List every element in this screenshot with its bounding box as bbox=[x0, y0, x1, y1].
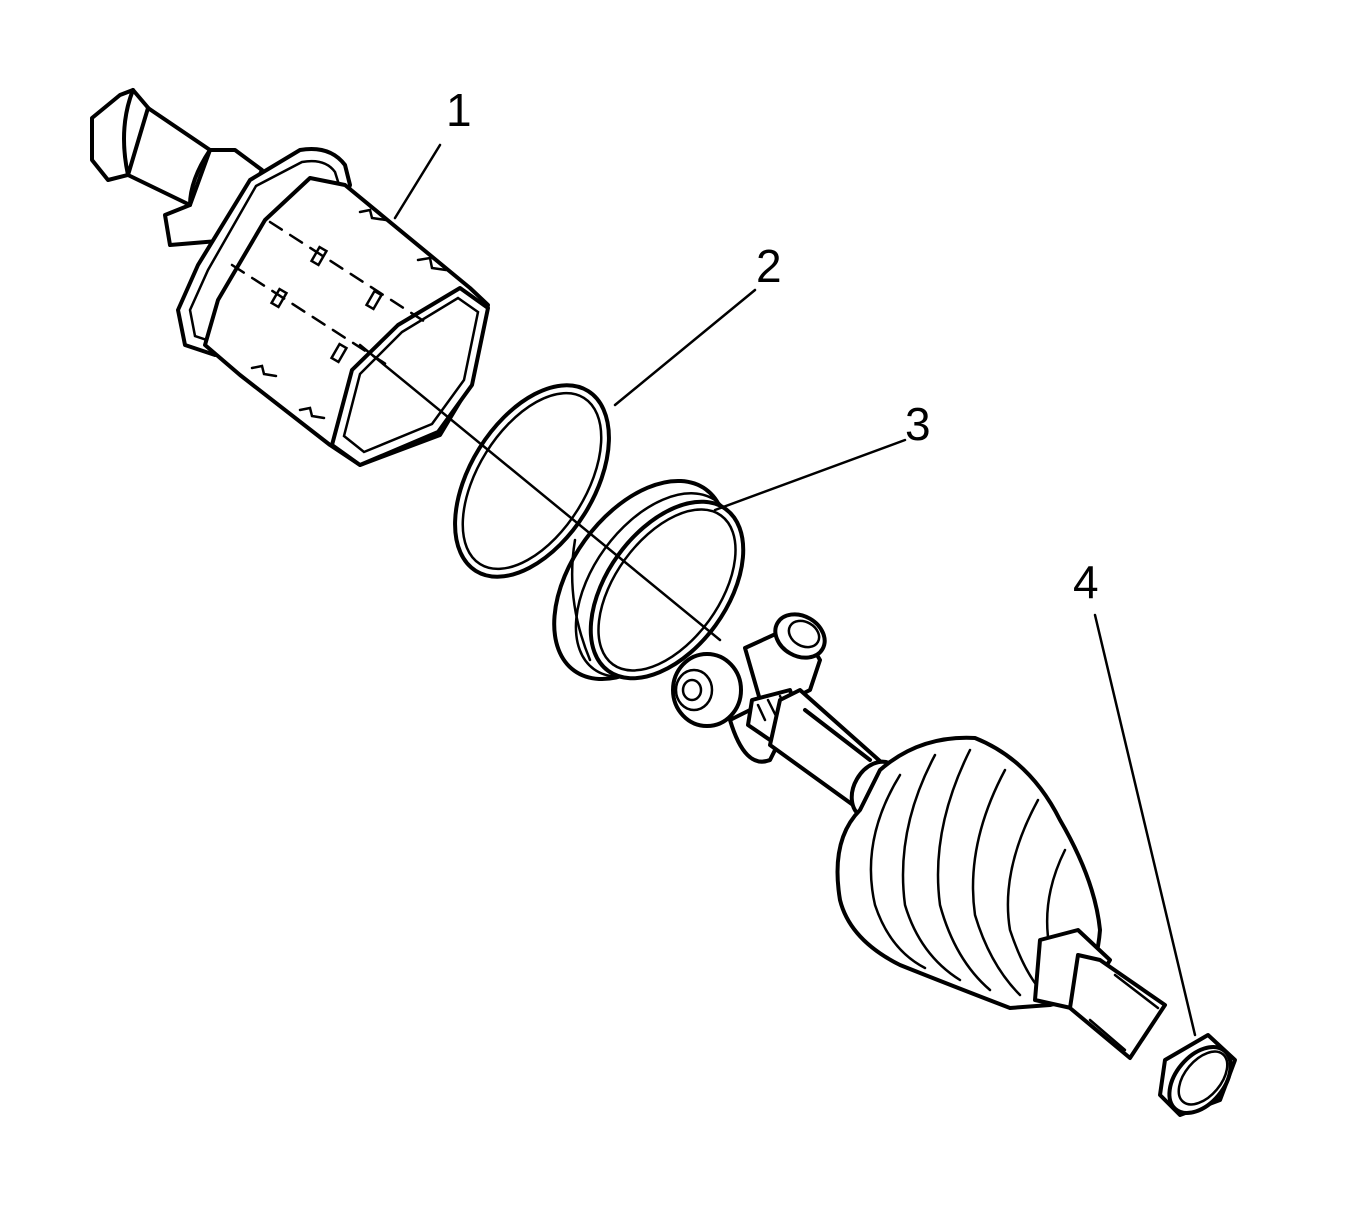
callout-3: 3 bbox=[905, 398, 931, 450]
tripod-spider bbox=[671, 612, 827, 764]
leader-line-4 bbox=[1093, 613, 1197, 1037]
leader-line-2 bbox=[613, 288, 757, 407]
callout-4: 4 bbox=[1073, 556, 1099, 608]
leader-line-1 bbox=[393, 143, 442, 220]
part-1-joint-housing bbox=[90, 88, 490, 467]
assembly-axis-line bbox=[358, 343, 722, 642]
stub-shaft bbox=[90, 88, 264, 247]
part-4-seal-cap bbox=[1158, 1033, 1237, 1117]
callout-1: 1 bbox=[446, 84, 472, 136]
outer-stub-shaft bbox=[1033, 928, 1167, 1060]
part-2-ring bbox=[453, 383, 611, 579]
leader-line-3 bbox=[713, 438, 907, 512]
part-3-grooved-band bbox=[552, 478, 746, 682]
callout-2: 2 bbox=[756, 240, 782, 292]
